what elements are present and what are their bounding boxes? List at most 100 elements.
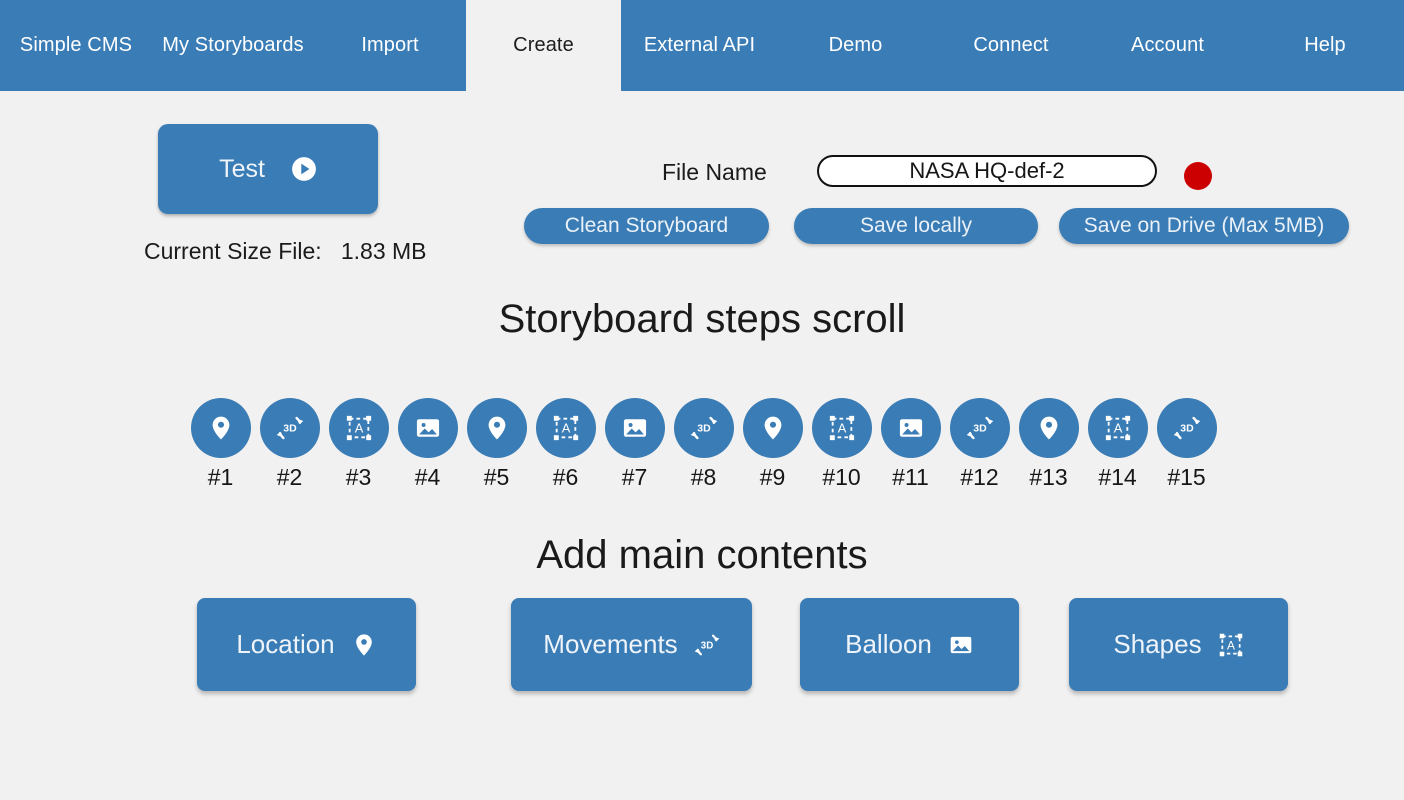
test-button[interactable]: Test [158,124,378,214]
step-15-button[interactable]: 3D [1156,398,1217,458]
add-shapes-button[interactable]: Shapes A [1069,598,1288,691]
3d-rotate-icon: 3D [276,414,304,442]
nav-tab-help[interactable]: Help [1246,0,1404,91]
nav-tab-simple-cms[interactable]: Simple CMS [0,0,152,91]
step-label: #5 [483,464,510,490]
save-locally-button[interactable]: Save locally [794,208,1038,244]
add-main-contents-title: Add main contents [536,533,868,577]
svg-text:3D: 3D [283,423,297,435]
storyboard-step[interactable]: 3D#15 [1152,398,1218,489]
step-4-button[interactable] [397,398,458,458]
step-label: #8 [690,464,717,490]
step-8-button[interactable]: 3D [673,398,734,458]
svg-text:3D: 3D [697,423,711,435]
clean-storyboard-button[interactable]: Clean Storyboard [524,208,769,244]
nav-tab-demo[interactable]: Demo [778,0,933,91]
step-11-button[interactable] [880,398,941,458]
step-9-button[interactable] [742,398,803,458]
step-7-button[interactable] [604,398,665,458]
storyboard-step[interactable]: #13 [1014,398,1083,489]
3d-rotate-icon: 3D [1173,414,1201,442]
step-3-button[interactable]: A [328,398,389,458]
storyboard-step[interactable]: #1 [186,398,255,489]
storyboard-step[interactable]: A #3 [324,398,393,489]
step-label: #13 [1029,464,1068,490]
image-icon [948,632,974,658]
step-label: #1 [207,464,234,490]
nav-tab-create[interactable]: Create [466,0,621,91]
storyboard-step[interactable]: 3D#12 [945,398,1014,489]
image-icon [414,414,442,442]
play-circle-icon [291,156,317,182]
location-pin-icon [351,632,377,658]
nav-tab-connect[interactable]: Connect [933,0,1089,91]
storyboard-step[interactable]: #4 [393,398,462,489]
step-13-button[interactable] [1018,398,1079,458]
step-label: #11 [892,464,929,490]
storyboard-step[interactable]: #9 [738,398,807,489]
location-pin-icon [483,414,511,442]
add-balloon-button[interactable]: Balloon [800,598,1019,691]
file-name-input[interactable] [817,155,1157,187]
storyboard-step[interactable]: #5 [462,398,531,489]
storyboard-step[interactable]: A #6 [531,398,600,489]
storyboard-step[interactable]: #11 [876,398,945,489]
nav-tab-my-storyboards[interactable]: My Storyboards [152,0,314,91]
storyboard-steps-scroll[interactable]: #1 3D #2 A #3 #4 #5 A #6 #7 3D #8 #9 A #10 #11 3D#12 #13 A… [186,398,1218,498]
current-size-label: Current Size File: [144,238,322,264]
location-pin-icon [207,414,235,442]
step-label: #7 [621,464,648,490]
add-location-label: Location [236,629,335,659]
file-name-label: File Name [662,159,767,185]
step-label: #9 [759,464,786,490]
step-2-button[interactable]: 3D [259,398,320,458]
shape-text-icon: A [1218,632,1244,658]
storyboard-steps-title: Storyboard steps scroll [498,297,906,341]
step-label: #4 [414,464,441,490]
step-label: #6 [552,464,579,490]
nav-tab-external-api[interactable]: External API [621,0,778,91]
shape-text-icon: A [345,414,373,442]
location-pin-icon [759,414,787,442]
svg-text:A: A [354,421,363,436]
shape-text-icon: A [552,414,580,442]
step-label: #14 [1098,464,1137,490]
svg-text:3D: 3D [700,640,712,651]
storyboard-step[interactable]: 3D #8 [669,398,738,489]
shape-text-icon: A [828,414,856,442]
shape-text-icon: A [1104,414,1132,442]
step-label: #10 [822,464,861,490]
svg-text:A: A [837,421,846,436]
add-movements-label: Movements [543,629,678,659]
storyboard-step[interactable]: A #14 [1083,398,1152,489]
storyboard-step[interactable]: #7 [600,398,669,489]
storyboard-step[interactable]: 3D #2 [255,398,324,489]
step-label: #2 [276,464,303,490]
3d-rotate-icon: 3D [694,632,720,658]
save-on-drive-button[interactable]: Save on Drive (Max 5MB) [1059,208,1349,244]
image-icon [621,414,649,442]
svg-text:A: A [561,421,570,436]
step-10-button[interactable]: A [811,398,872,458]
step-12-button[interactable]: 3D [949,398,1010,458]
record-status-dot [1184,162,1212,190]
add-movements-button[interactable]: Movements 3D [511,598,752,691]
current-size-file: Current Size File: 1.83 MB [144,238,427,265]
svg-text:3D: 3D [1180,423,1194,435]
step-14-button[interactable]: A [1087,398,1148,458]
3d-rotate-icon: 3D [966,414,994,442]
step-label: #3 [345,464,372,490]
step-6-button[interactable]: A [535,398,596,458]
add-location-button[interactable]: Location [197,598,416,691]
current-size-value: 1.83 MB [340,238,427,264]
storyboard-step[interactable]: A #10 [807,398,876,489]
image-icon [897,414,925,442]
nav-tab-account[interactable]: Account [1089,0,1246,91]
nav-tab-import[interactable]: Import [314,0,466,91]
step-5-button[interactable] [466,398,527,458]
location-pin-icon [1035,414,1063,442]
3d-rotate-icon: 3D [690,414,718,442]
main-navigation: Simple CMS My Storyboards Import Create … [0,0,1404,91]
step-1-button[interactable] [190,398,251,458]
